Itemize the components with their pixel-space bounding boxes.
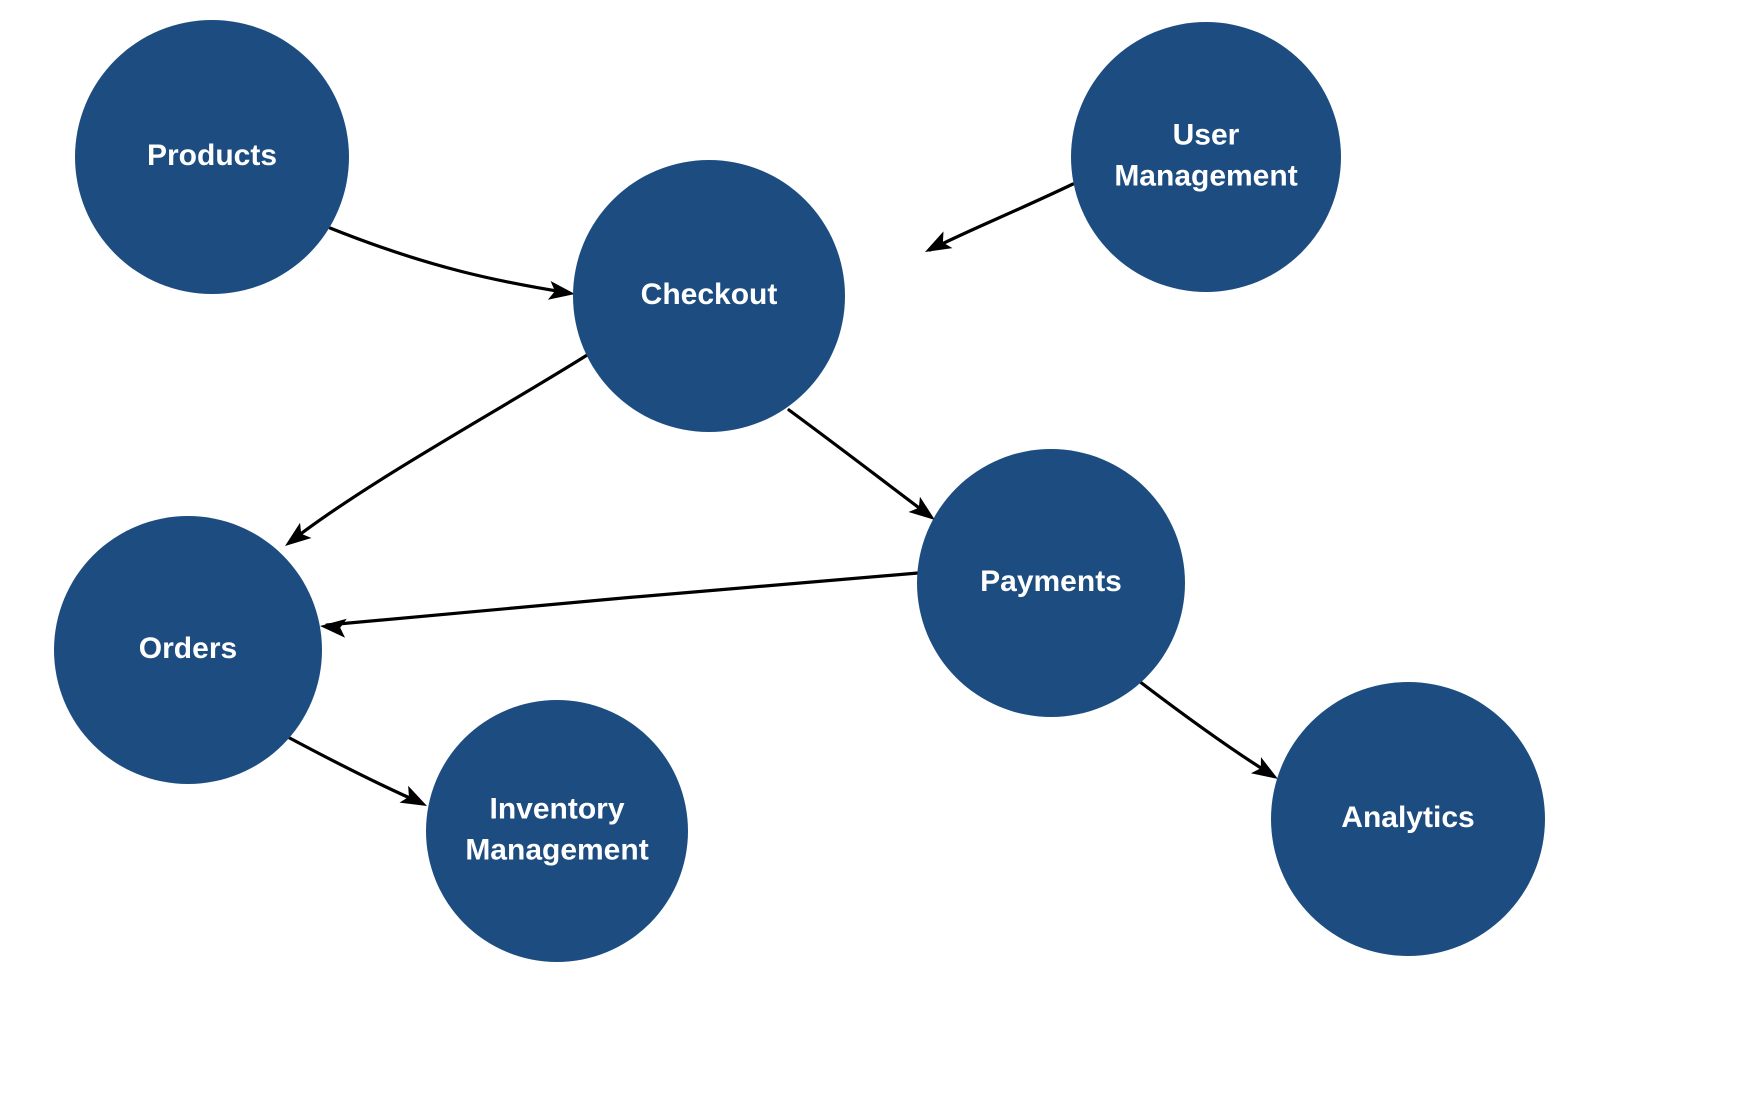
node-circle[interactable]: [1071, 22, 1341, 292]
node-checkout[interactable]: Checkout: [573, 160, 845, 432]
edge-line: [787, 408, 932, 518]
node-label: Checkout: [641, 278, 778, 311]
edge-line: [328, 226, 571, 295]
node-circle[interactable]: [75, 20, 349, 294]
node-orders[interactable]: Orders: [54, 516, 322, 784]
arrow-head-icon: [399, 785, 427, 806]
edge-line: [928, 182, 1075, 252]
node-circle[interactable]: [917, 449, 1185, 717]
edge-checkout-to-payments: [787, 408, 935, 520]
node-circle[interactable]: [426, 700, 688, 962]
node-label: Products: [147, 139, 277, 172]
edges-layer: [282, 182, 1278, 806]
arrow-head-icon: [320, 618, 347, 638]
node-circle[interactable]: [54, 516, 322, 784]
arrow-head-icon: [547, 280, 575, 300]
nodes-layer: ProductsUserManagementCheckoutOrdersPaym…: [54, 20, 1545, 962]
edge-line: [288, 350, 594, 544]
node-products[interactable]: Products: [75, 20, 349, 294]
arrow-head-icon: [1250, 757, 1278, 779]
edge-checkout-to-orders: [285, 350, 594, 546]
edge-orders-to-inventory-management: [282, 733, 427, 806]
edge-line: [282, 733, 423, 805]
node-label: Management: [1114, 159, 1297, 192]
node-label: Management: [465, 833, 648, 866]
edge-payments-to-orders: [320, 571, 920, 638]
edge-payments-to-analytics: [1133, 676, 1278, 779]
edge-user-management-to-checkout: [925, 182, 1075, 252]
edge-products-to-checkout: [328, 226, 575, 300]
node-analytics[interactable]: Analytics: [1271, 682, 1545, 956]
node-label: Orders: [139, 632, 237, 665]
node-circle[interactable]: [1271, 682, 1545, 956]
node-payments[interactable]: Payments: [917, 449, 1185, 717]
arrow-head-icon: [908, 496, 935, 520]
arrow-head-icon: [925, 231, 953, 252]
arrow-head-icon: [285, 522, 312, 546]
edge-line: [325, 571, 920, 627]
node-label: Payments: [980, 565, 1122, 598]
node-label: User: [1173, 118, 1240, 151]
node-label: Inventory: [489, 792, 624, 825]
edge-line: [1133, 676, 1274, 777]
node-circle[interactable]: [573, 160, 845, 432]
node-label: Analytics: [1341, 801, 1474, 834]
